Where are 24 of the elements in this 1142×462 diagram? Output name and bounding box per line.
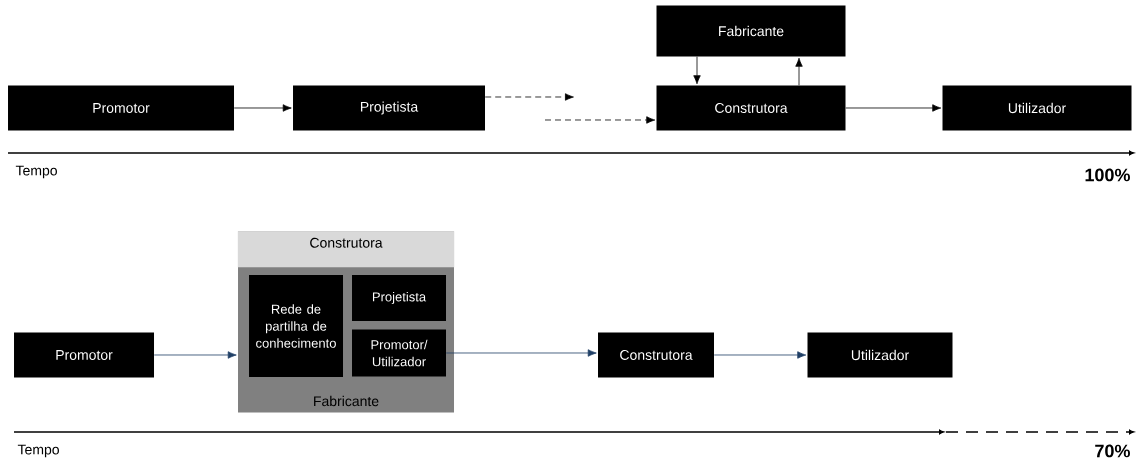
axis-label: Tempo [15, 165, 57, 179]
process-box: Promotor/ Utilizador [352, 329, 446, 377]
arrow [445, 349, 597, 357]
process-box: Rede de partilha de conhecimento [249, 275, 343, 377]
arrow [795, 57, 803, 86]
process-box: Promotor [8, 85, 234, 131]
process-box: Utilizador [942, 85, 1132, 131]
arrow [544, 116, 656, 124]
arrow [845, 104, 942, 112]
arrow [693, 56, 701, 85]
arrow [713, 351, 807, 359]
axis-label: Tempo [17, 444, 59, 458]
percentage-label: 70% [1095, 444, 1130, 458]
process-box: Projetista [293, 85, 485, 131]
process-box: Utilizador [807, 332, 953, 378]
process-box: Promotor [14, 332, 154, 378]
process-box: Construtora [598, 332, 714, 378]
arrow [484, 93, 574, 101]
process-box: Fabricante [656, 5, 846, 57]
process-box: Projetista [352, 275, 446, 321]
process-box: Construtora [656, 85, 846, 131]
arrow [153, 351, 237, 359]
arrow [233, 104, 292, 112]
percentage-label: 100% [1085, 168, 1130, 182]
